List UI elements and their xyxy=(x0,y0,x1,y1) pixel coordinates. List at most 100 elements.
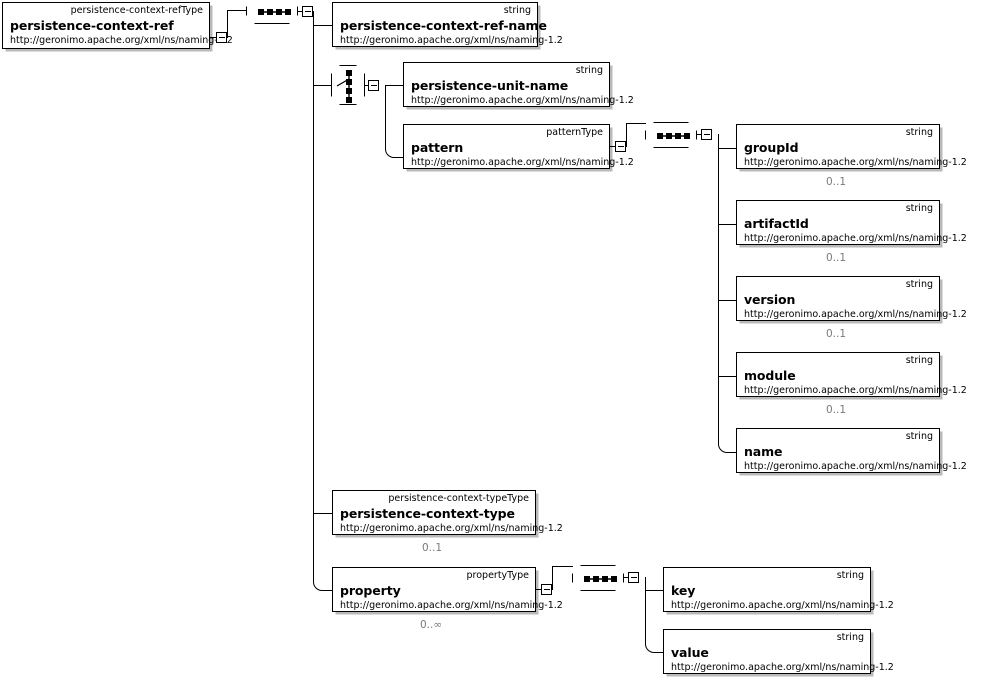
connector-property-out xyxy=(536,589,541,590)
element-box-persistence-context-ref-name[interactable]: string persistence-context-ref-name http… xyxy=(332,2,563,47)
element-namespace-label: http://geronimo.apache.org/xml/ns/naming… xyxy=(340,600,563,611)
element-box-artifactId[interactable]: string artifactId http://geronimo.apache… xyxy=(736,200,967,245)
sequence-icon xyxy=(258,9,291,15)
connector-pattern-seq-v xyxy=(626,123,627,147)
element-name-label: persistence-context-type xyxy=(340,506,515,521)
element-namespace-label: http://geronimo.apache.org/xml/ns/naming… xyxy=(744,385,967,396)
element-box-key[interactable]: string key http://geronimo.apache.org/xm… xyxy=(663,567,894,612)
branch-property-curve xyxy=(313,572,324,591)
connector-property-seq-out xyxy=(624,577,628,578)
element-type-label: propertyType xyxy=(466,570,530,581)
connector-pattern-out xyxy=(610,146,615,147)
element-type-label: string xyxy=(836,570,864,581)
minus-icon xyxy=(630,576,637,578)
collapse-toggle-pattern-sequence[interactable] xyxy=(701,129,712,140)
trunk-property-sequence xyxy=(645,577,646,645)
element-namespace-label: http://geronimo.apache.org/xml/ns/naming… xyxy=(744,461,967,472)
element-name-label: persistence-context-ref-name xyxy=(340,18,547,33)
element-name-label: version xyxy=(744,292,796,307)
connector-root-to-seq xyxy=(210,37,216,38)
element-box-pattern[interactable]: patternType pattern http://geronimo.apac… xyxy=(403,124,634,169)
sequence-compositor-pattern[interactable] xyxy=(645,122,697,148)
sequence-compositor-root[interactable] xyxy=(246,0,298,24)
element-type-label: string xyxy=(503,5,531,16)
element-box-persistence-unit-name[interactable]: string persistence-unit-name http://gero… xyxy=(403,62,634,107)
branch-ctxtype xyxy=(313,513,332,514)
cardinality-property: 0..∞ xyxy=(420,619,443,631)
branch-name xyxy=(728,452,736,453)
element-type-label: string xyxy=(905,431,933,442)
branch-value xyxy=(655,652,663,653)
collapse-toggle-choice[interactable] xyxy=(368,80,379,91)
collapse-toggle-pattern[interactable] xyxy=(615,141,626,152)
connector-pattern-seq-h xyxy=(626,123,646,124)
cardinality-groupId: 0..1 xyxy=(826,176,847,188)
element-box-value[interactable]: string value http://geronimo.apache.org/… xyxy=(663,629,894,674)
element-box-name[interactable]: string name http://geronimo.apache.org/x… xyxy=(736,428,967,473)
element-namespace-label: http://geronimo.apache.org/xml/ns/naming… xyxy=(744,157,967,168)
element-type-label: string xyxy=(905,279,933,290)
sequence-compositor-property[interactable] xyxy=(572,565,624,591)
element-name-label: module xyxy=(744,368,796,383)
element-namespace-label: http://geronimo.apache.org/xml/ns/naming… xyxy=(744,309,967,320)
choice-compositor-unit[interactable] xyxy=(331,65,365,105)
element-name-label: persistence-unit-name xyxy=(411,78,569,93)
branch-version xyxy=(718,300,736,301)
element-name-label: pattern xyxy=(411,140,464,155)
element-name-label: property xyxy=(340,583,401,598)
connector-pattern-seq-out xyxy=(697,134,701,135)
trunk-pattern-sequence xyxy=(718,134,719,444)
element-namespace-label: http://geronimo.apache.org/xml/ns/naming… xyxy=(671,600,894,611)
branch-artifactId xyxy=(718,224,736,225)
element-box-module[interactable]: string module http://geronimo.apache.org… xyxy=(736,352,967,397)
branch-pattern-curve xyxy=(385,140,396,158)
connector-seq-in-h xyxy=(227,10,247,11)
element-box-property[interactable]: propertyType property http://geronimo.ap… xyxy=(332,567,563,612)
element-box-groupId[interactable]: string groupId http://geronimo.apache.or… xyxy=(736,124,967,169)
element-name-label: artifactId xyxy=(744,216,809,231)
choice-icon xyxy=(336,70,352,103)
element-namespace-label: http://geronimo.apache.org/xml/ns/naming… xyxy=(10,35,233,46)
sequence-icon xyxy=(584,576,617,582)
cardinality-artifactId: 0..1 xyxy=(826,252,847,264)
element-name-label: persistence-context-ref xyxy=(10,18,174,33)
collapse-toggle-property-sequence[interactable] xyxy=(628,572,639,583)
element-box-version[interactable]: string version http://geronimo.apache.or… xyxy=(736,276,967,321)
element-namespace-label: http://geronimo.apache.org/xml/ns/naming… xyxy=(340,523,563,534)
element-name-label: key xyxy=(671,583,696,598)
minus-icon xyxy=(370,84,377,86)
connector-seq-in-v xyxy=(227,10,228,38)
element-namespace-label: http://geronimo.apache.org/xml/ns/naming… xyxy=(340,35,563,46)
element-type-label: persistence-context-typeType xyxy=(388,493,529,504)
trunk-choice xyxy=(385,85,386,150)
cardinality-version: 0..1 xyxy=(826,328,847,340)
element-box-persistence-context-type[interactable]: persistence-context-typeType persistence… xyxy=(332,490,563,535)
trunk-root-sequence xyxy=(313,11,314,581)
element-namespace-label: http://geronimo.apache.org/xml/ns/naming… xyxy=(744,233,967,244)
element-type-label: string xyxy=(836,632,864,643)
element-type-label: string xyxy=(905,127,933,138)
collapse-toggle-property[interactable] xyxy=(541,584,552,595)
branch-choice xyxy=(313,85,331,86)
cardinality-persistence-context-type: 0..1 xyxy=(422,542,443,554)
connector-property-seq-v xyxy=(552,566,553,590)
element-namespace-label: http://geronimo.apache.org/xml/ns/naming… xyxy=(411,157,634,168)
branch-value-curve xyxy=(645,635,656,653)
collapse-toggle-root-sequence[interactable] xyxy=(302,6,313,17)
minus-icon xyxy=(304,10,311,12)
minus-icon xyxy=(543,588,550,590)
element-namespace-label: http://geronimo.apache.org/xml/ns/naming… xyxy=(671,662,894,673)
element-box-persistence-context-ref[interactable]: persistence-context-refType persistence-… xyxy=(2,2,233,49)
branch-key xyxy=(645,590,663,591)
collapse-toggle-root[interactable] xyxy=(216,32,227,43)
branch-groupId xyxy=(718,148,736,149)
branch-name-curve xyxy=(718,434,729,453)
cardinality-module: 0..1 xyxy=(826,404,847,416)
connector-property-seq-h xyxy=(552,566,573,567)
element-type-label: string xyxy=(905,203,933,214)
minus-icon xyxy=(218,36,225,38)
branch-module xyxy=(718,376,736,377)
branch-property xyxy=(323,590,332,591)
connector-seq-out xyxy=(298,11,302,12)
